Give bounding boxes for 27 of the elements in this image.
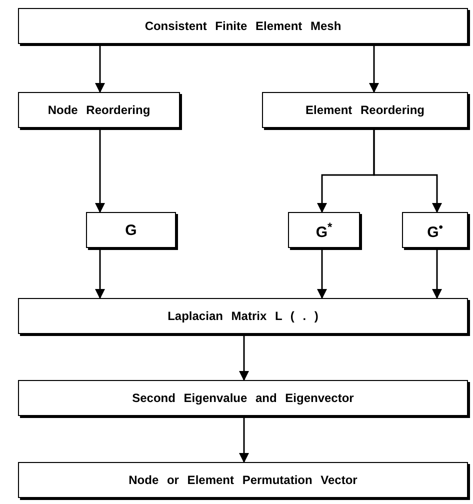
box-label: Node or Element Permutation Vector <box>128 473 358 487</box>
arrow <box>432 250 442 299</box>
process-box <box>86 212 176 248</box>
box-label: Second Eigenvalue and Eigenvector <box>132 391 354 405</box>
box-label: Consistent Finite Element Mesh <box>144 19 342 33</box>
box-label: Laplacian Matrix L ( . ) <box>168 309 318 323</box>
process-box <box>18 8 468 44</box>
arrow <box>95 250 105 299</box>
box-label: Element Reordering <box>305 103 425 117</box>
arrow <box>369 46 379 93</box>
process-box <box>288 212 360 248</box>
arrow <box>239 336 249 381</box>
box-label: G$^{*}$ <box>316 220 332 240</box>
arrow <box>317 250 327 299</box>
process-box <box>402 212 468 248</box>
process-box <box>18 298 468 334</box>
process-box <box>18 462 468 498</box>
arrow <box>95 46 105 93</box>
process-box <box>18 92 180 128</box>
process-box <box>18 380 468 416</box>
process-box <box>262 92 468 128</box>
box-label: G <box>125 222 137 238</box>
box-label: G$^{•}$ <box>427 220 443 240</box>
arrow <box>95 130 105 213</box>
arrow <box>239 418 249 463</box>
box-label: Node Reordering <box>48 103 150 117</box>
arrow <box>373 130 442 213</box>
